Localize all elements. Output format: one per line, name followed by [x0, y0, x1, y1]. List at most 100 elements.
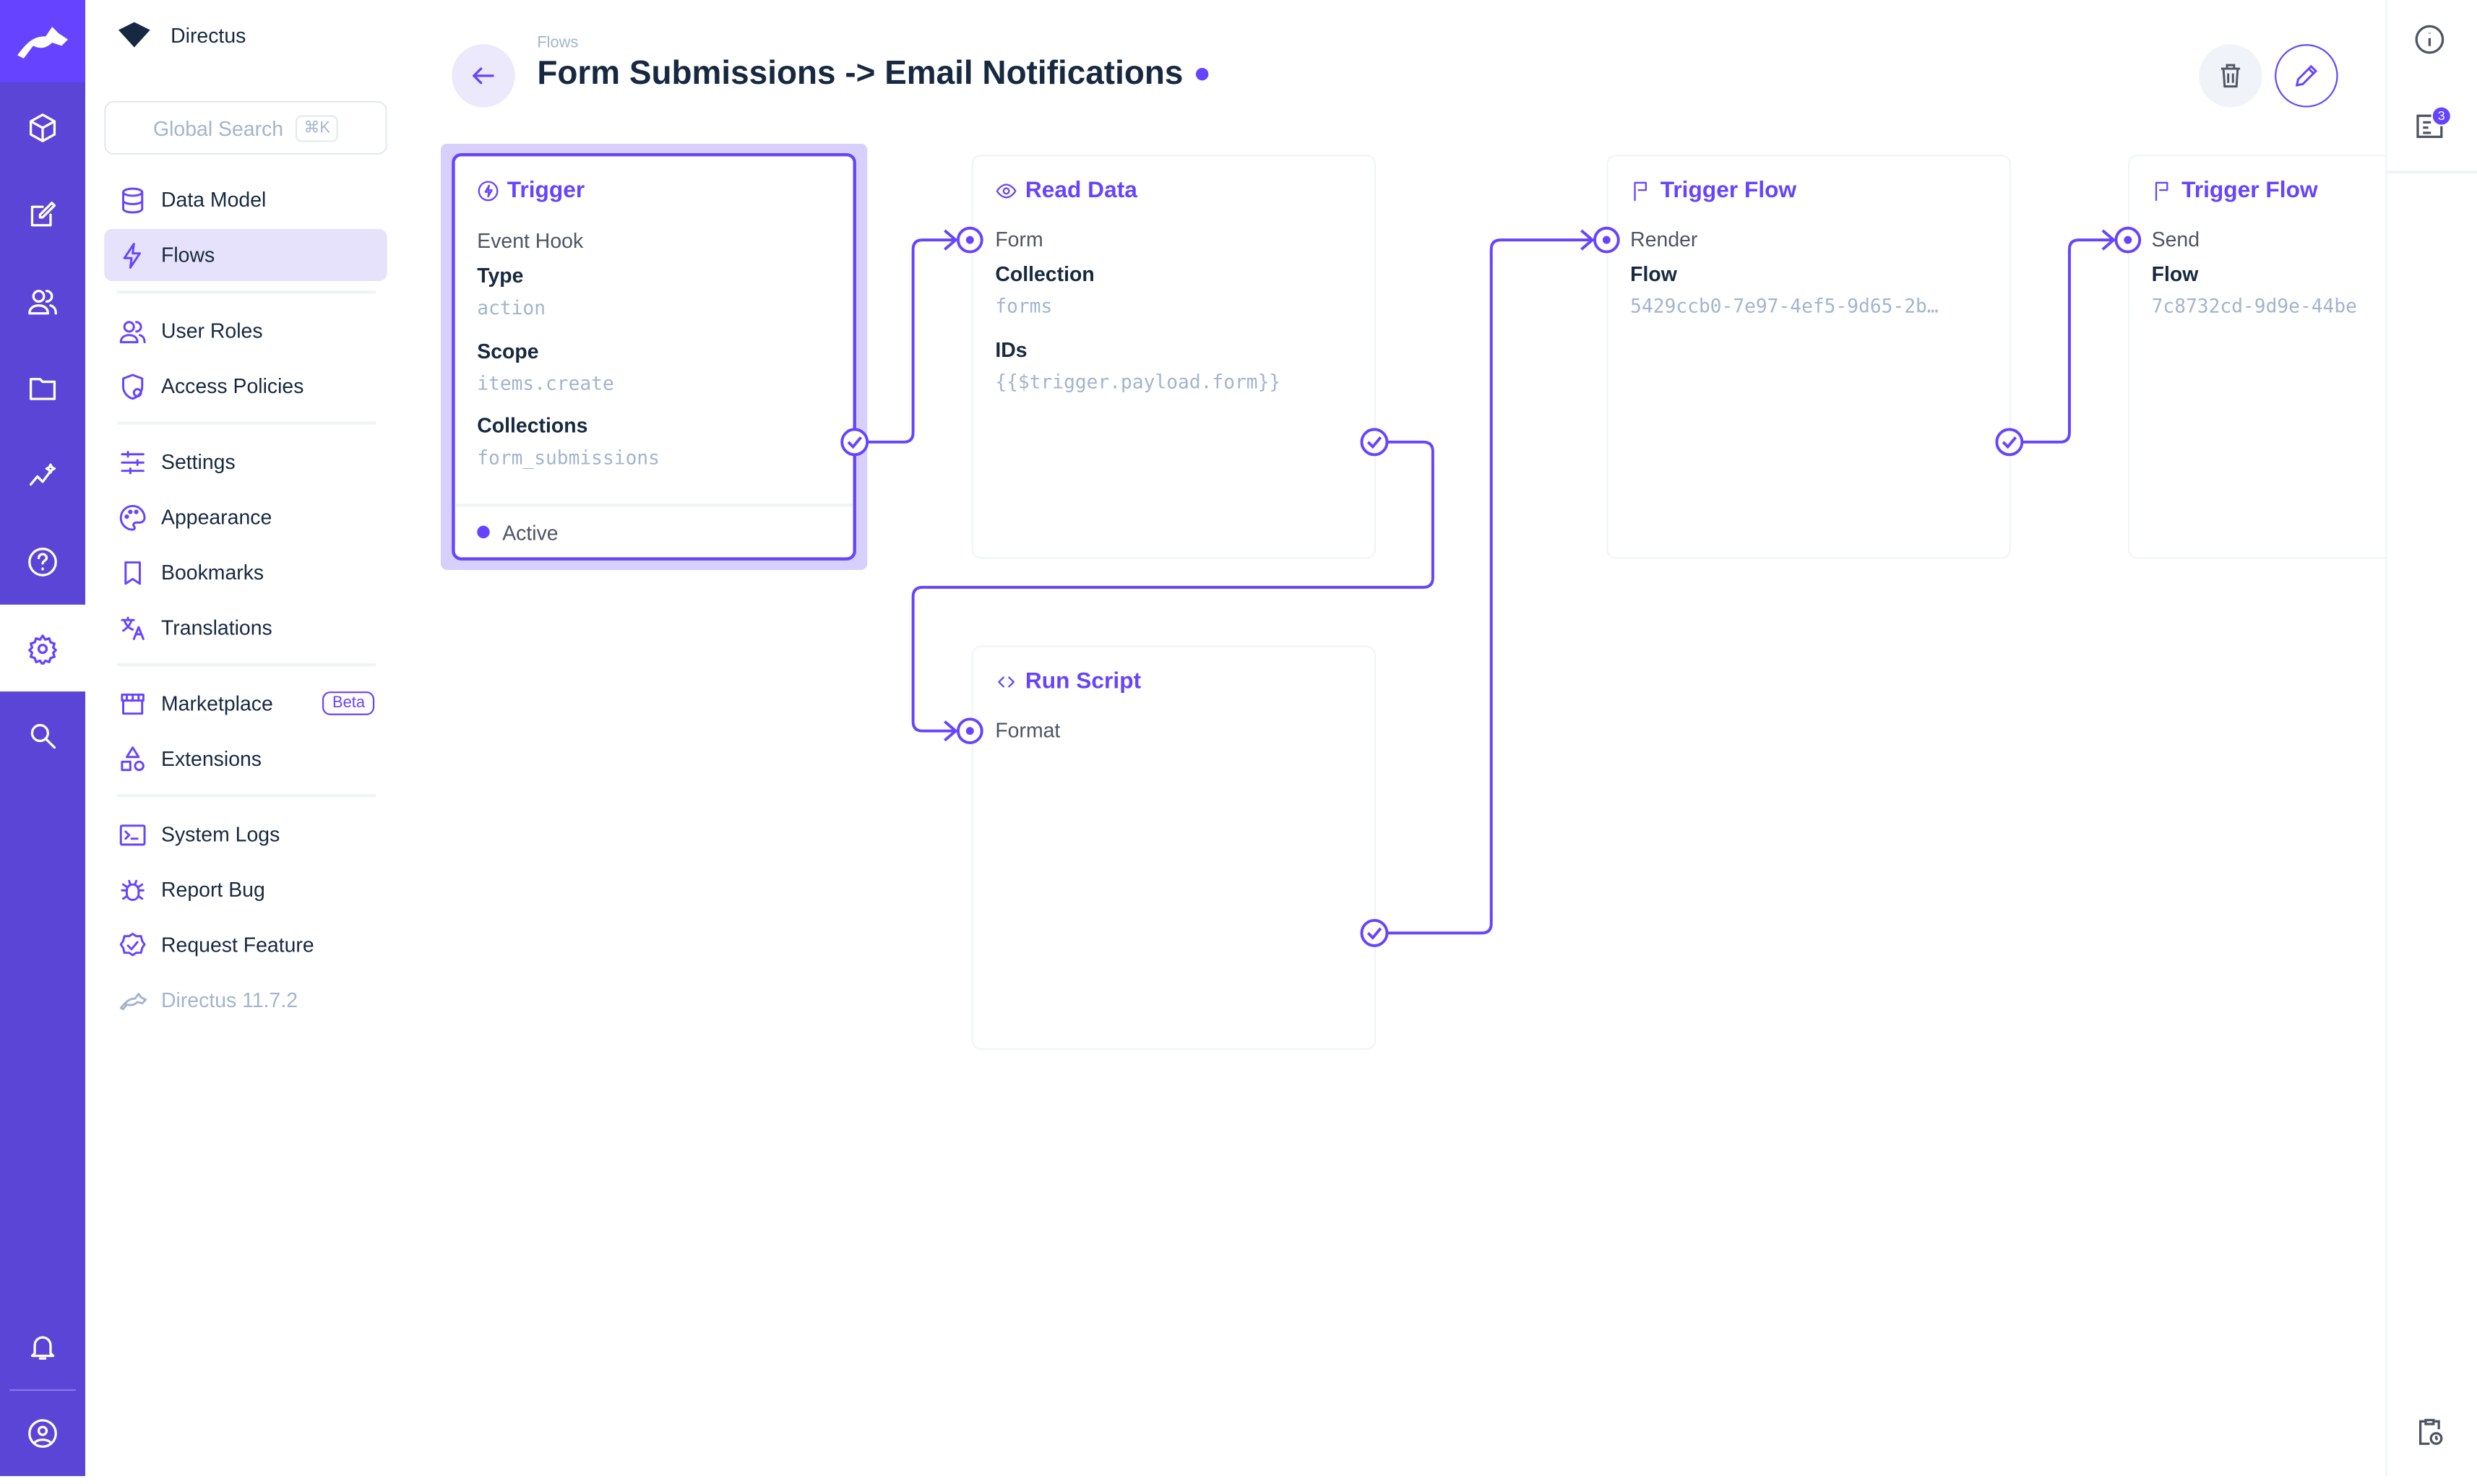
- arrowhead: [1580, 229, 1594, 251]
- field-value: action: [477, 296, 546, 319]
- project-name: Directus: [171, 22, 246, 47]
- store-icon: [121, 692, 145, 715]
- nav-label: Settings: [160, 449, 236, 474]
- nav-item-appearance[interactable]: Appearance: [104, 491, 387, 543]
- clipboard-clock-icon[interactable]: [2414, 1416, 2446, 1456]
- nav-label: Report Bug: [160, 877, 265, 902]
- flag-icon: [2155, 181, 2168, 202]
- delete-button[interactable]: [2199, 44, 2262, 108]
- search-icon[interactable]: [0, 691, 85, 778]
- nav-label: Access Policies: [160, 374, 304, 398]
- card-title: Read Data: [1025, 178, 1137, 204]
- card-title: Trigger Flow: [2181, 178, 2318, 204]
- nav-item-user-roles[interactable]: User Roles: [104, 305, 387, 357]
- nav-item-extensions[interactable]: Extensions: [104, 733, 387, 785]
- field-value: 7c8732cd-9d9e-44be: [2151, 295, 2357, 318]
- nav-item-report-bug[interactable]: Report Bug: [104, 863, 387, 915]
- connector-flow1-flow2: [2009, 238, 2114, 444]
- arrowhead: [2101, 229, 2116, 251]
- card-title: Run Script: [1025, 669, 1142, 695]
- nav-label: System Logs: [160, 822, 280, 847]
- insights-icon[interactable]: [0, 431, 85, 518]
- field-value: forms: [995, 295, 1053, 318]
- notification-badge: 3: [2431, 105, 2452, 126]
- field-label: Flow: [1630, 262, 1677, 286]
- sidebar-right: [2385, 0, 2477, 1477]
- card-subtitle: Event Hook: [477, 228, 584, 253]
- divider: [116, 663, 376, 667]
- status-label: Active: [502, 519, 559, 544]
- page-title: Form Submissions -> Email Notifications: [537, 55, 1209, 92]
- module-bar: [0, 0, 86, 1477]
- bell-icon[interactable]: [0, 1303, 85, 1389]
- content-module-cube-icon[interactable]: [0, 84, 85, 171]
- breadcrumb[interactable]: Flows: [537, 35, 579, 53]
- directus-logo-icon[interactable]: [0, 0, 86, 82]
- edit-button[interactable]: [2275, 44, 2338, 108]
- page-title-text: Form Submissions -> Email Notifications: [537, 55, 1184, 92]
- shapes-icon: [121, 746, 145, 771]
- nav-label: Data Model: [160, 188, 267, 212]
- operation-name: Send: [2151, 227, 2200, 251]
- nav-item-data-model[interactable]: Data Model: [104, 173, 387, 225]
- nav-item-access-policies[interactable]: Access Policies: [104, 360, 387, 412]
- field-value: items.create: [477, 372, 614, 395]
- project-logo-icon: [118, 22, 150, 48]
- nav-item-flows[interactable]: Flows: [104, 228, 387, 281]
- field-label: IDs: [995, 337, 1028, 362]
- global-search-input[interactable]: Global Search ⌘K: [104, 100, 387, 155]
- nav-label: Request Feature: [160, 933, 314, 957]
- folder-icon[interactable]: [0, 344, 85, 431]
- version-info[interactable]: Directus 11.7.2: [104, 974, 387, 1026]
- status-dot: [1195, 67, 1209, 81]
- rail-divider: [9, 1389, 76, 1392]
- field-value: {{$trigger.payload.form}}: [995, 371, 1281, 394]
- help-icon[interactable]: [0, 518, 85, 605]
- nav-label: User Roles: [160, 319, 263, 343]
- info-icon[interactable]: [2414, 24, 2446, 64]
- trigger-card[interactable]: Trigger Event Hook Type action Scope ite…: [452, 152, 856, 561]
- trigger-flow-card-send[interactable]: Trigger Flow Send Flow 7c8732cd-9d9e-44b…: [2127, 155, 2386, 559]
- users-icon: [119, 320, 146, 343]
- palette-icon: [119, 504, 146, 530]
- search-placeholder: Global Search: [152, 116, 284, 140]
- account-icon[interactable]: [0, 1389, 85, 1476]
- navigation-sidebar: Directus Global Search ⌘K Data Model Flo…: [85, 0, 414, 1477]
- sliders-icon: [121, 449, 145, 474]
- nav-label: Extensions: [160, 746, 262, 771]
- nav-item-settings[interactable]: Settings: [104, 436, 387, 488]
- project-header[interactable]: Directus: [117, 22, 246, 48]
- field-value: form_submissions: [477, 447, 660, 469]
- settings-icon[interactable]: [0, 604, 86, 692]
- field-value: 5429ccb0-7e97-4ef5-9d65-2b…: [1630, 295, 1939, 318]
- nav-label: Translations: [160, 616, 272, 639]
- read-data-card[interactable]: Read Data Form Collection forms IDs {{$t…: [971, 155, 1377, 559]
- nav-label: Bookmarks: [160, 560, 264, 584]
- field-label: Flow: [2151, 262, 2199, 286]
- nav-item-request-feature[interactable]: Request Feature: [104, 919, 387, 971]
- status-footer: Active: [455, 504, 853, 557]
- trigger-flow-card-render[interactable]: Trigger Flow Render Flow 5429ccb0-7e97-4…: [1606, 155, 2012, 559]
- bookmark-icon: [124, 560, 141, 584]
- operation-name: Form: [995, 227, 1043, 251]
- connector-script-flow1: [1374, 238, 1593, 935]
- verified-icon: [119, 931, 146, 956]
- connector-trigger-read: [854, 238, 956, 444]
- run-script-card[interactable]: Run Script Format: [971, 645, 1377, 1051]
- field-label: Type: [477, 263, 524, 288]
- field-label: Collection: [995, 262, 1095, 286]
- divider: [116, 421, 376, 425]
- card-title: Trigger Flow: [1660, 178, 1797, 204]
- arrow-left-icon: [472, 67, 494, 85]
- nav-item-system-logs[interactable]: System Logs: [104, 808, 387, 860]
- nav-item-bookmarks[interactable]: Bookmarks: [104, 546, 387, 598]
- trash-icon: [2220, 64, 2241, 88]
- edit-icon[interactable]: [0, 171, 85, 257]
- back-button[interactable]: [452, 44, 515, 108]
- nav-item-translations[interactable]: Translations: [104, 602, 387, 654]
- beta-badge: Beta: [322, 691, 375, 715]
- operation-name: Render: [1630, 227, 1698, 251]
- users-icon[interactable]: [0, 257, 85, 344]
- shield-icon: [122, 373, 144, 400]
